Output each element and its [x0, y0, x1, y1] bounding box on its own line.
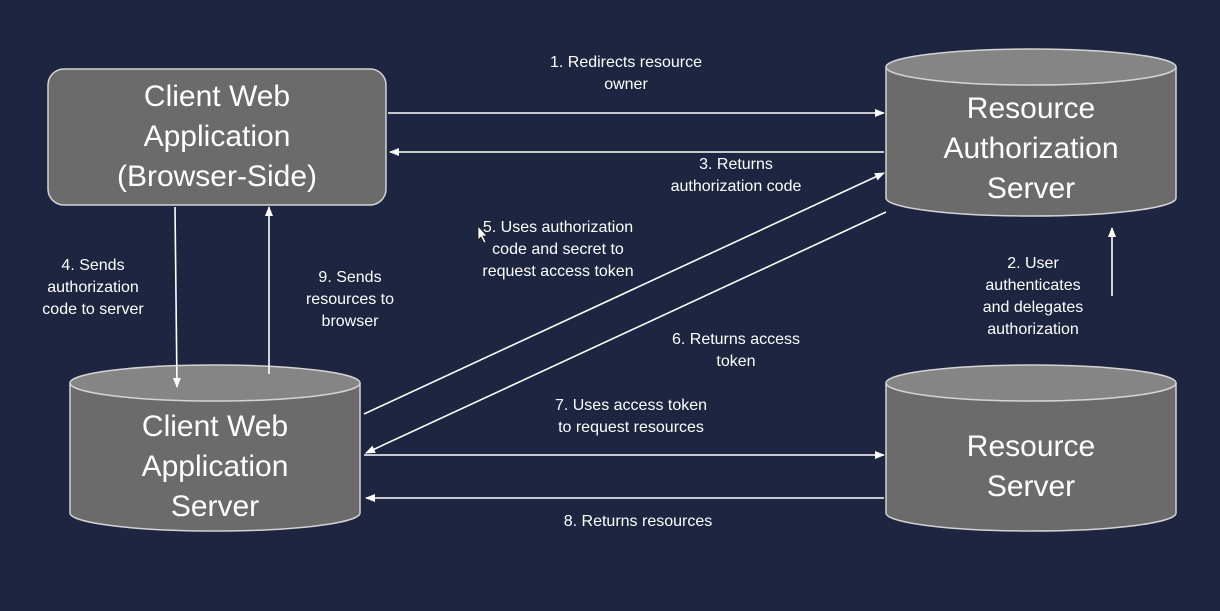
- step7-line-2: to request resources: [558, 419, 704, 436]
- client-server-line-1: Client Web: [141, 410, 289, 443]
- step7-line-1: 7. Uses access token: [554, 397, 708, 414]
- step5-line-2: code and secret to: [492, 241, 624, 258]
- edge-label-step2: 2. User authenticates and delegates auth…: [960, 253, 1106, 341]
- auth-server-node: [885, 48, 1177, 217]
- mouse-cursor-icon: [477, 224, 488, 244]
- auth-server-line-2: Authorization: [943, 132, 1119, 165]
- step3-line-2: authorization code: [670, 178, 802, 195]
- arrow-step4: [172, 206, 181, 388]
- step2-line-4: authorization: [987, 321, 1079, 338]
- auth-server-label: Resource Authorization Server: [886, 88, 1176, 210]
- arrow-step5: [363, 172, 885, 415]
- edge-label-step9: 9. Sends resources to browser: [284, 267, 416, 333]
- step4-line-1: 4. Sends: [61, 257, 125, 274]
- step9-line-1: 9. Sends: [318, 269, 382, 286]
- step8-line-1: 8. Returns resources: [563, 513, 713, 530]
- edge-label-step1: 1. Redirects resource owner: [506, 52, 746, 96]
- step2-line-3: and delegates: [982, 299, 1084, 316]
- edge-label-step5: 5. Uses authorization code and secret to…: [452, 217, 664, 283]
- step1-line-2: owner: [604, 76, 648, 93]
- step6-line-2: token: [716, 353, 756, 370]
- edge-label-step6: 6. Returns access token: [636, 329, 836, 373]
- edge-label-step8: 8. Returns resources: [526, 511, 750, 533]
- client-server-line-3: Server: [170, 490, 260, 523]
- client-browser-node: [47, 68, 387, 206]
- resource-server-line-2: Server: [986, 470, 1076, 503]
- resource-server-node: [885, 364, 1177, 532]
- step9-line-2: resources to: [305, 291, 395, 308]
- edge-label-step4: 4. Sends authorization code to server: [18, 255, 168, 321]
- step5-line-1: 5. Uses authorization: [482, 219, 634, 236]
- client-browser-label: Client Web Application (Browser-Side): [48, 69, 386, 205]
- auth-server-line-1: Resource: [966, 92, 1096, 125]
- step9-line-3: browser: [321, 313, 379, 330]
- step2-line-1: 2. User: [1007, 255, 1059, 272]
- client-browser-line-2: Application: [143, 120, 291, 153]
- step6-line-1: 6. Returns access: [671, 331, 801, 348]
- client-browser-line-1: Client Web: [143, 80, 291, 113]
- resource-server-label: Resource Server: [886, 426, 1176, 508]
- resource-server-line-1: Resource: [966, 430, 1096, 463]
- client-server-label: Client Web Application Server: [70, 406, 360, 528]
- auth-server-line-3: Server: [986, 172, 1076, 205]
- client-browser-line-3: (Browser-Side): [116, 160, 318, 193]
- edge-label-step7: 7. Uses access token to request resource…: [516, 395, 746, 439]
- client-server-node: [69, 364, 361, 532]
- client-server-line-2: Application: [141, 450, 289, 483]
- arrow-step6: [365, 211, 887, 454]
- step2-line-2: authenticates: [985, 277, 1081, 294]
- edge-label-step3: 3. Returns authorization code: [626, 154, 846, 198]
- step5-line-3: request access token: [482, 263, 634, 280]
- step4-line-2: authorization: [47, 279, 139, 296]
- step3-line-1: 3. Returns: [699, 156, 773, 173]
- step4-line-3: code to server: [42, 301, 144, 318]
- step1-line-1: 1. Redirects resource: [549, 54, 703, 71]
